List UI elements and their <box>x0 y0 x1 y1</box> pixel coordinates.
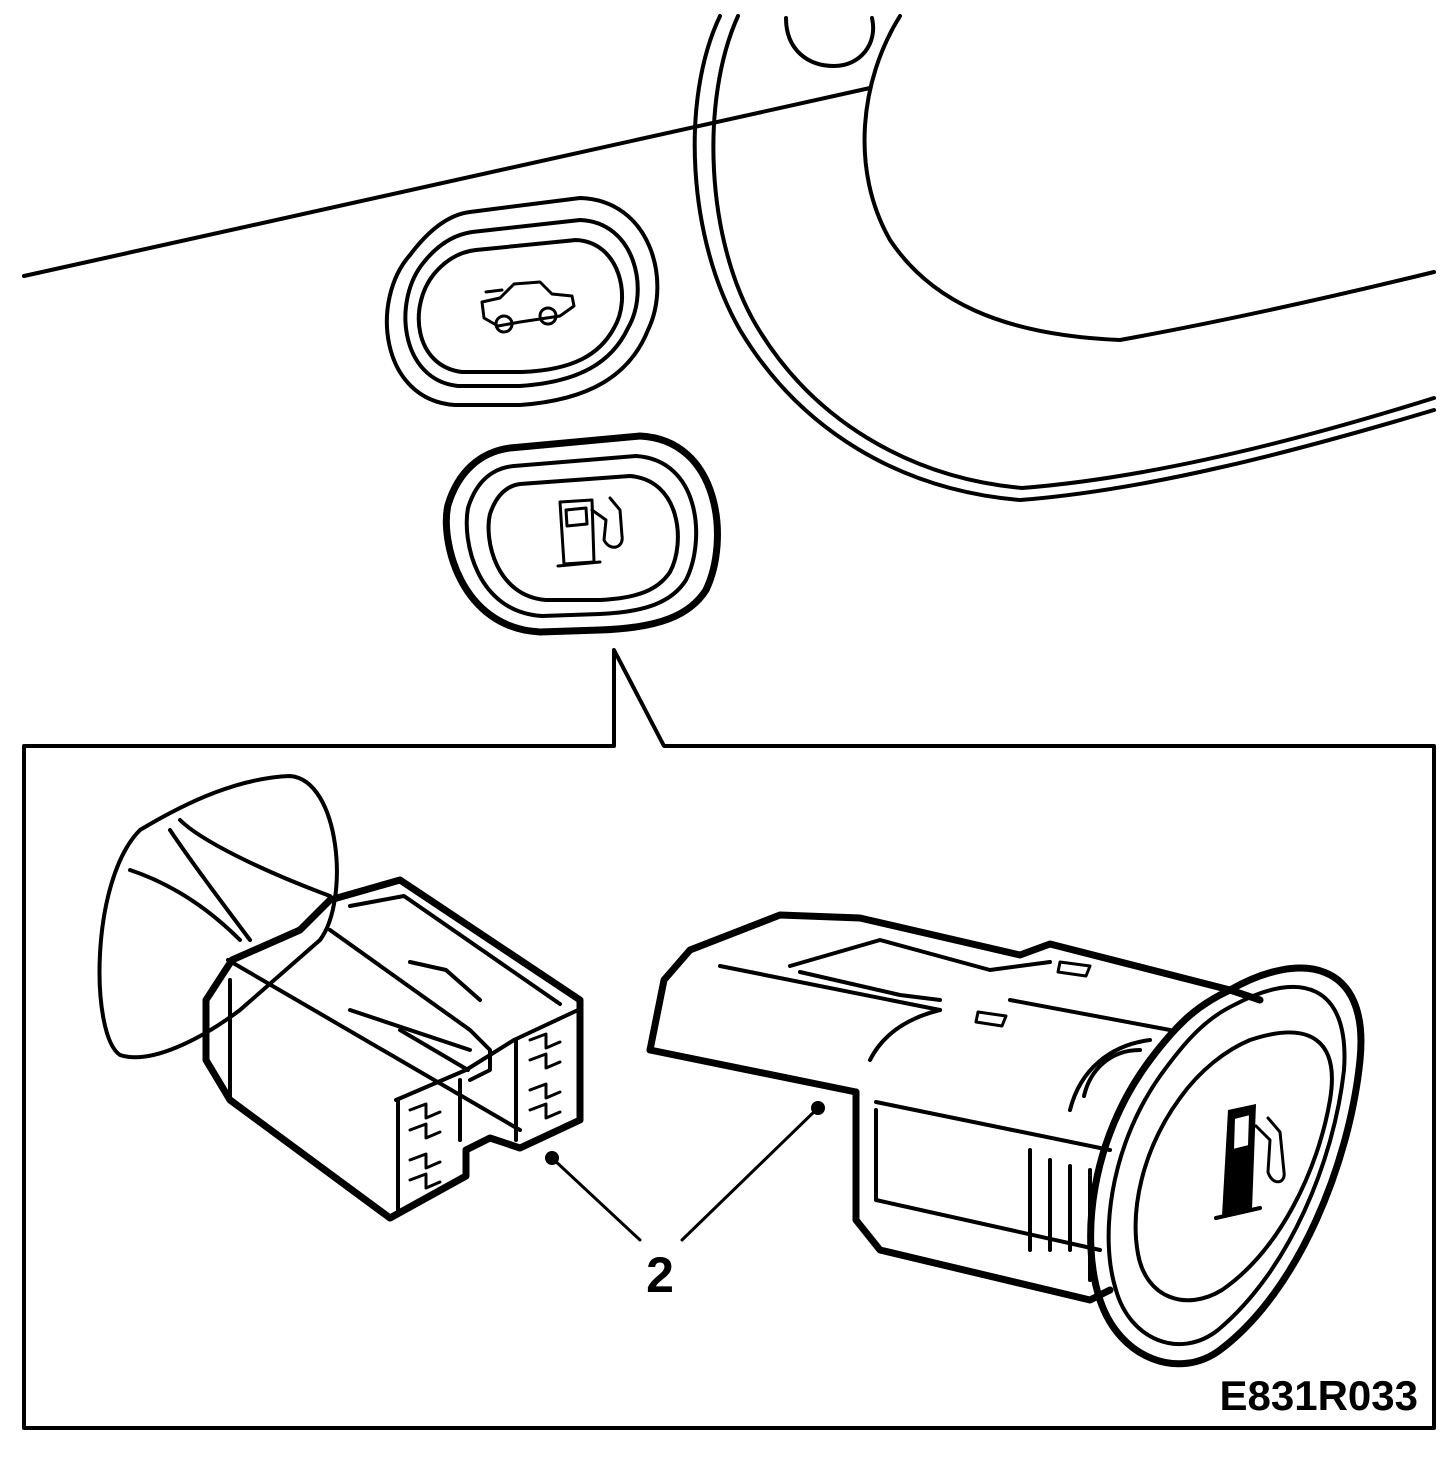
trunk-release-button <box>384 196 660 407</box>
car-trunk-icon <box>480 280 576 334</box>
fuel-release-button <box>442 432 721 636</box>
fuel-pump-icon <box>556 496 624 568</box>
drawing-code: E831R033 <box>1220 1372 1419 1419</box>
door-panel-view <box>22 14 1436 502</box>
fuel-switch-unit <box>646 911 1365 1368</box>
callout-number: 2 <box>646 1247 674 1303</box>
terminal-slots <box>408 1032 562 1190</box>
callout-leaders <box>545 1101 825 1242</box>
switch-fuel-icon <box>1214 1104 1286 1220</box>
callout-frame <box>22 648 1436 1430</box>
switch-bezel <box>1087 964 1365 1368</box>
harness-connector <box>97 774 584 1222</box>
